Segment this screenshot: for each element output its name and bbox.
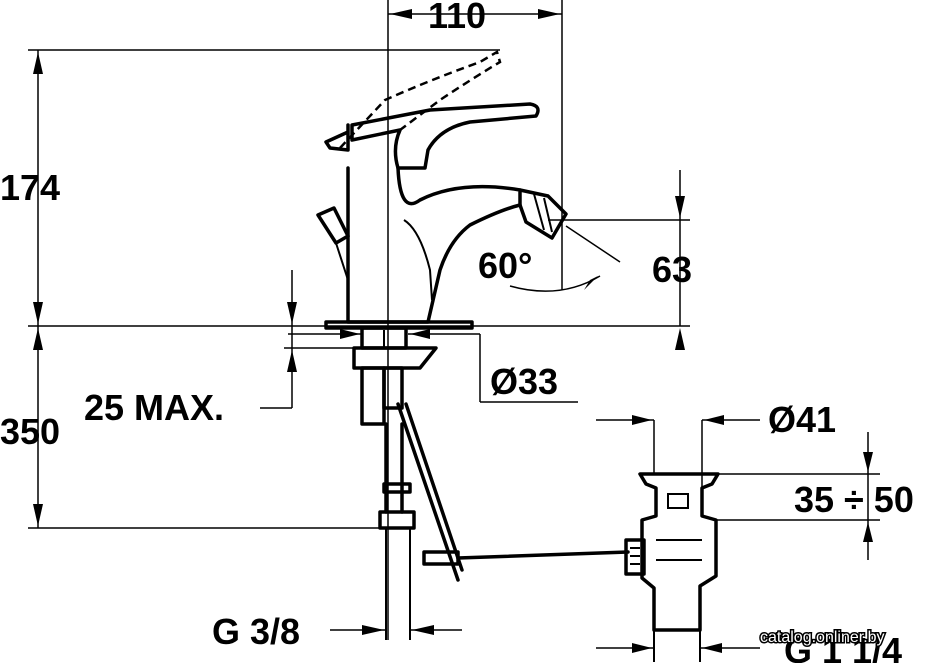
dim-35-50: 35 ÷ 50 [794, 479, 914, 520]
dim-350: 350 [0, 411, 60, 452]
dim-g-1-1-4: G 1 1/4 [784, 630, 902, 663]
dim-g-3-8: G 3/8 [212, 611, 300, 652]
dim-diameter-33: Ø33 [490, 361, 558, 402]
dimension-lines [28, 0, 880, 653]
below-deck-assembly [352, 326, 630, 640]
watermark: catalog.onliner.by [760, 629, 885, 646]
dim-110: 110 [428, 0, 486, 36]
faucet-body [316, 50, 568, 330]
dim-63: 63 [652, 249, 692, 290]
dim-25-max: 25 MAX. [84, 387, 224, 428]
dim-diameter-41: Ø41 [768, 399, 836, 440]
dim-174: 174 [0, 167, 60, 208]
pop-up-waste [624, 472, 720, 662]
dim-60-degrees: 60° [478, 245, 532, 286]
